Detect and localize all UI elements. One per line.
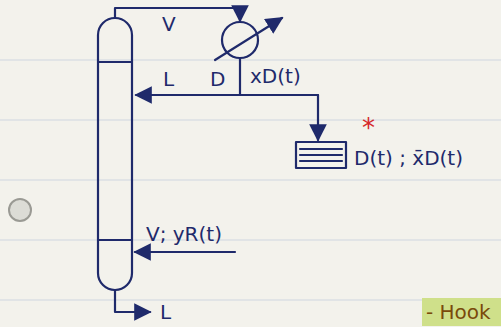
flow-label: L xyxy=(163,67,174,91)
vapour-line xyxy=(115,8,240,21)
distillate-line xyxy=(317,95,319,140)
tray-line xyxy=(98,239,132,241)
tank-line xyxy=(300,154,342,156)
column-shell xyxy=(98,18,132,290)
flow-label: L xyxy=(160,300,171,324)
tank-line xyxy=(300,148,342,150)
bottoms-line xyxy=(115,290,150,312)
receiver-tank xyxy=(296,142,346,168)
highlight xyxy=(422,298,501,326)
mark-symbol: * xyxy=(362,116,375,140)
flow-label: D xyxy=(210,67,225,91)
punch-hole xyxy=(9,199,31,221)
paper-grid xyxy=(0,60,501,300)
tank-line xyxy=(300,160,342,162)
flow-label: V xyxy=(162,12,176,36)
note-text: - Hook xyxy=(426,300,491,324)
coolant-line xyxy=(215,18,282,60)
feed-vapour-line xyxy=(135,251,235,253)
reflux-line xyxy=(136,94,318,96)
composition-label: xD(t) xyxy=(250,64,301,88)
composition-label: D(t) ; x̄D(t) xyxy=(354,146,463,170)
tray-line xyxy=(98,61,132,63)
composition-label: V; yR(t) xyxy=(146,222,222,246)
condensate-line xyxy=(239,58,241,95)
